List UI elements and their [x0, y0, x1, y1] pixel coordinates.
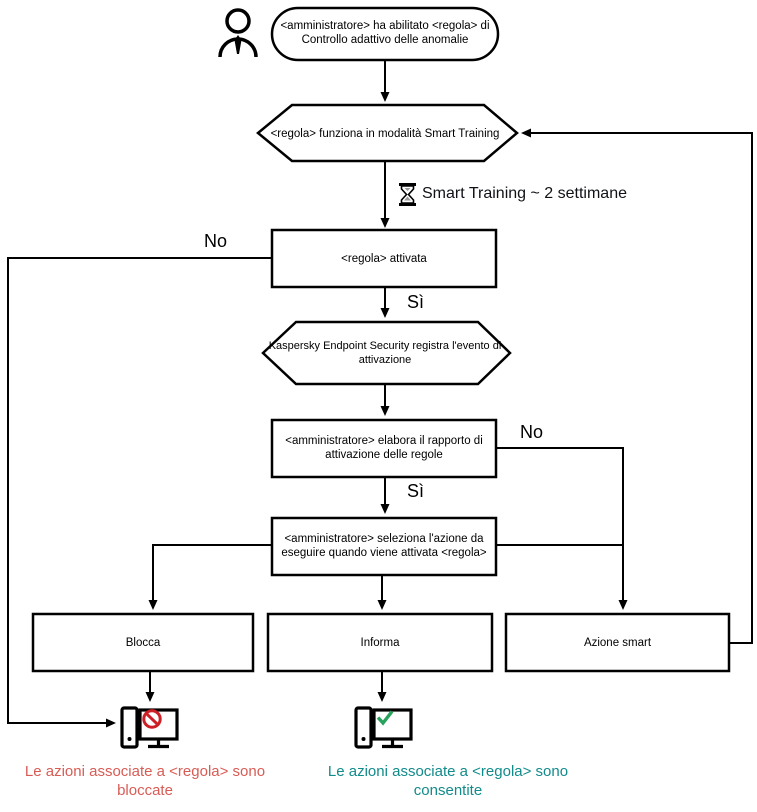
smart-action-box-label: Azione smart: [583, 637, 652, 649]
node-smart-action-box: [504, 612, 731, 673]
edge-select-to-block: [148, 544, 272, 610]
node-smart-training-hexagon: [256, 103, 519, 163]
allowed-computer-icon: [354, 706, 413, 749]
outcome-blocked-caption: Le azioni associate a <regola> sono bloc…: [24, 763, 266, 799]
node-process-report-box: [270, 418, 498, 479]
node-rule-triggered-box: [270, 228, 498, 289]
blocked-computer-icon: [120, 706, 179, 749]
branch-no-1: No: [204, 231, 228, 251]
smart-training-hexagon-label: <regola> funziona in modalità Smart Trai…: [270, 128, 500, 140]
person-tie: [234, 35, 242, 54]
inform-box-label: Informa: [360, 637, 400, 649]
registers-hexagon-label: Kaspersky Endpoint Security registra l'e…: [268, 340, 502, 366]
branch-yes-2: Sì: [407, 481, 425, 501]
person-head: [225, 8, 251, 34]
check-icon: [376, 710, 394, 726]
process-report-label: <amministratore> elabora il rapporto di …: [285, 435, 483, 461]
start-node-label: <amministratore> ha abilitato <regola> d…: [280, 20, 490, 46]
select-action-label: <amministratore> seleziona l'azione da e…: [281, 533, 487, 559]
node-select-action-box: [270, 516, 498, 577]
node-block-box: [31, 612, 255, 673]
node-inform-box: [266, 612, 494, 673]
block-box-label: Blocca: [125, 637, 161, 649]
node-registers-hexagon: [261, 320, 512, 386]
outcome-allowed-caption: Le azioni associate a <regola> sono cons…: [327, 763, 569, 799]
timer-label: Smart Training ~ 2 settimane: [422, 185, 627, 202]
edge-no-loop-left: [7, 257, 272, 728]
branch-no-2: No: [520, 422, 544, 442]
edge-smart-action-feedback: [521, 128, 753, 644]
edge-no-to-smart-action: [496, 447, 628, 610]
prohibit-icon: [142, 709, 162, 729]
nodes: [31, 6, 731, 673]
node-start-stadium: [270, 6, 500, 62]
rule-triggered-label: <regola> attivata: [341, 253, 427, 265]
branch-yes-1: Sì: [407, 292, 425, 312]
connectors: [7, 60, 753, 728]
hourglass-icon: [399, 183, 416, 206]
administrator-icon: [218, 8, 258, 58]
